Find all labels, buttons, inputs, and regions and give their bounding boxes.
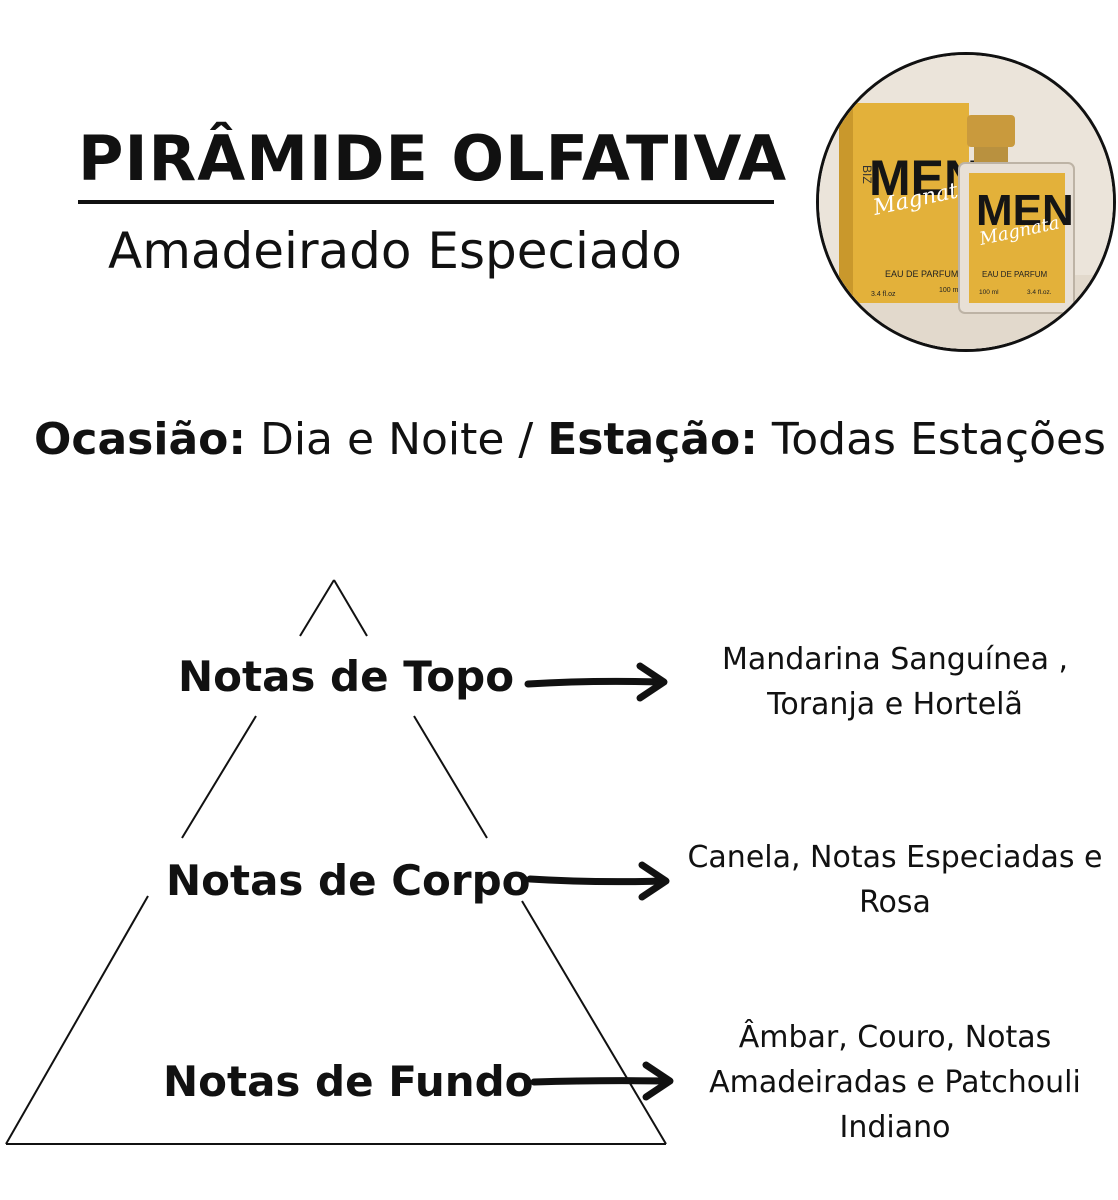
box-volume-oz: 3.4 fl.oz bbox=[871, 291, 896, 298]
box-brand: BIZ bbox=[860, 165, 874, 184]
title-underline bbox=[78, 200, 774, 204]
bottle-volume-ml: 100 ml bbox=[979, 289, 999, 296]
bottle-name: MEN bbox=[976, 186, 1074, 235]
note-label-base: Notas de Fundo bbox=[163, 1057, 534, 1106]
note-description-top: Mandarina Sanguínea , Toranja e Hortelã bbox=[690, 637, 1100, 727]
box-volume-ml: 100 ml bbox=[939, 287, 960, 294]
arrow-right-icon bbox=[526, 861, 670, 901]
description-line: Mandarina Sanguínea , bbox=[721, 642, 1069, 677]
season-label: Estação: bbox=[547, 414, 758, 465]
perfume-box bbox=[839, 103, 969, 303]
description-line: Amadeiradas e Patchouli bbox=[709, 1065, 1081, 1100]
description-line: Indiano bbox=[839, 1110, 951, 1145]
description-line: Âmbar, Couro, Notas bbox=[738, 1020, 1052, 1055]
note-label-middle: Notas de Corpo bbox=[166, 856, 531, 905]
occasion-season-line: Ocasião: Dia e Noite / Estação: Todas Es… bbox=[34, 418, 1106, 462]
description-line: Canela, Notas Especiadas e bbox=[687, 840, 1103, 875]
box-type: EAU DE PARFUM bbox=[885, 269, 958, 279]
occasion-value: Dia e Noite / bbox=[245, 414, 548, 465]
bottle-cap bbox=[967, 115, 1015, 147]
product-image: BIZ MEN Magnata EAU DE PARFUM 3.4 fl.oz … bbox=[816, 52, 1116, 352]
description-line: Toranja e Hortelã bbox=[767, 687, 1023, 722]
bottle-type: EAU DE PARFUM bbox=[982, 270, 1048, 279]
perfume-illustration: BIZ MEN Magnata EAU DE PARFUM 3.4 fl.oz … bbox=[819, 55, 1113, 349]
occasion-label: Ocasião: bbox=[34, 414, 246, 465]
page-title: PIRÂMIDE OLFATIVA bbox=[78, 122, 788, 195]
season-value: Todas Estações bbox=[757, 414, 1106, 465]
note-label-top: Notas de Topo bbox=[178, 652, 515, 701]
pyramid-outline bbox=[5, 579, 667, 1145]
arrow-right-icon bbox=[524, 662, 668, 702]
arrow-right-icon bbox=[530, 1061, 674, 1101]
bottle-volume-oz: 3.4 fl.oz. bbox=[1027, 289, 1052, 296]
note-description-base: Âmbar, Couro, Notas Amadeiradas e Patcho… bbox=[690, 1015, 1100, 1150]
note-description-middle: Canela, Notas Especiadas e Rosa bbox=[684, 835, 1106, 925]
page-subtitle: Amadeirado Especiado bbox=[108, 222, 682, 280]
description-line: Rosa bbox=[859, 885, 931, 920]
